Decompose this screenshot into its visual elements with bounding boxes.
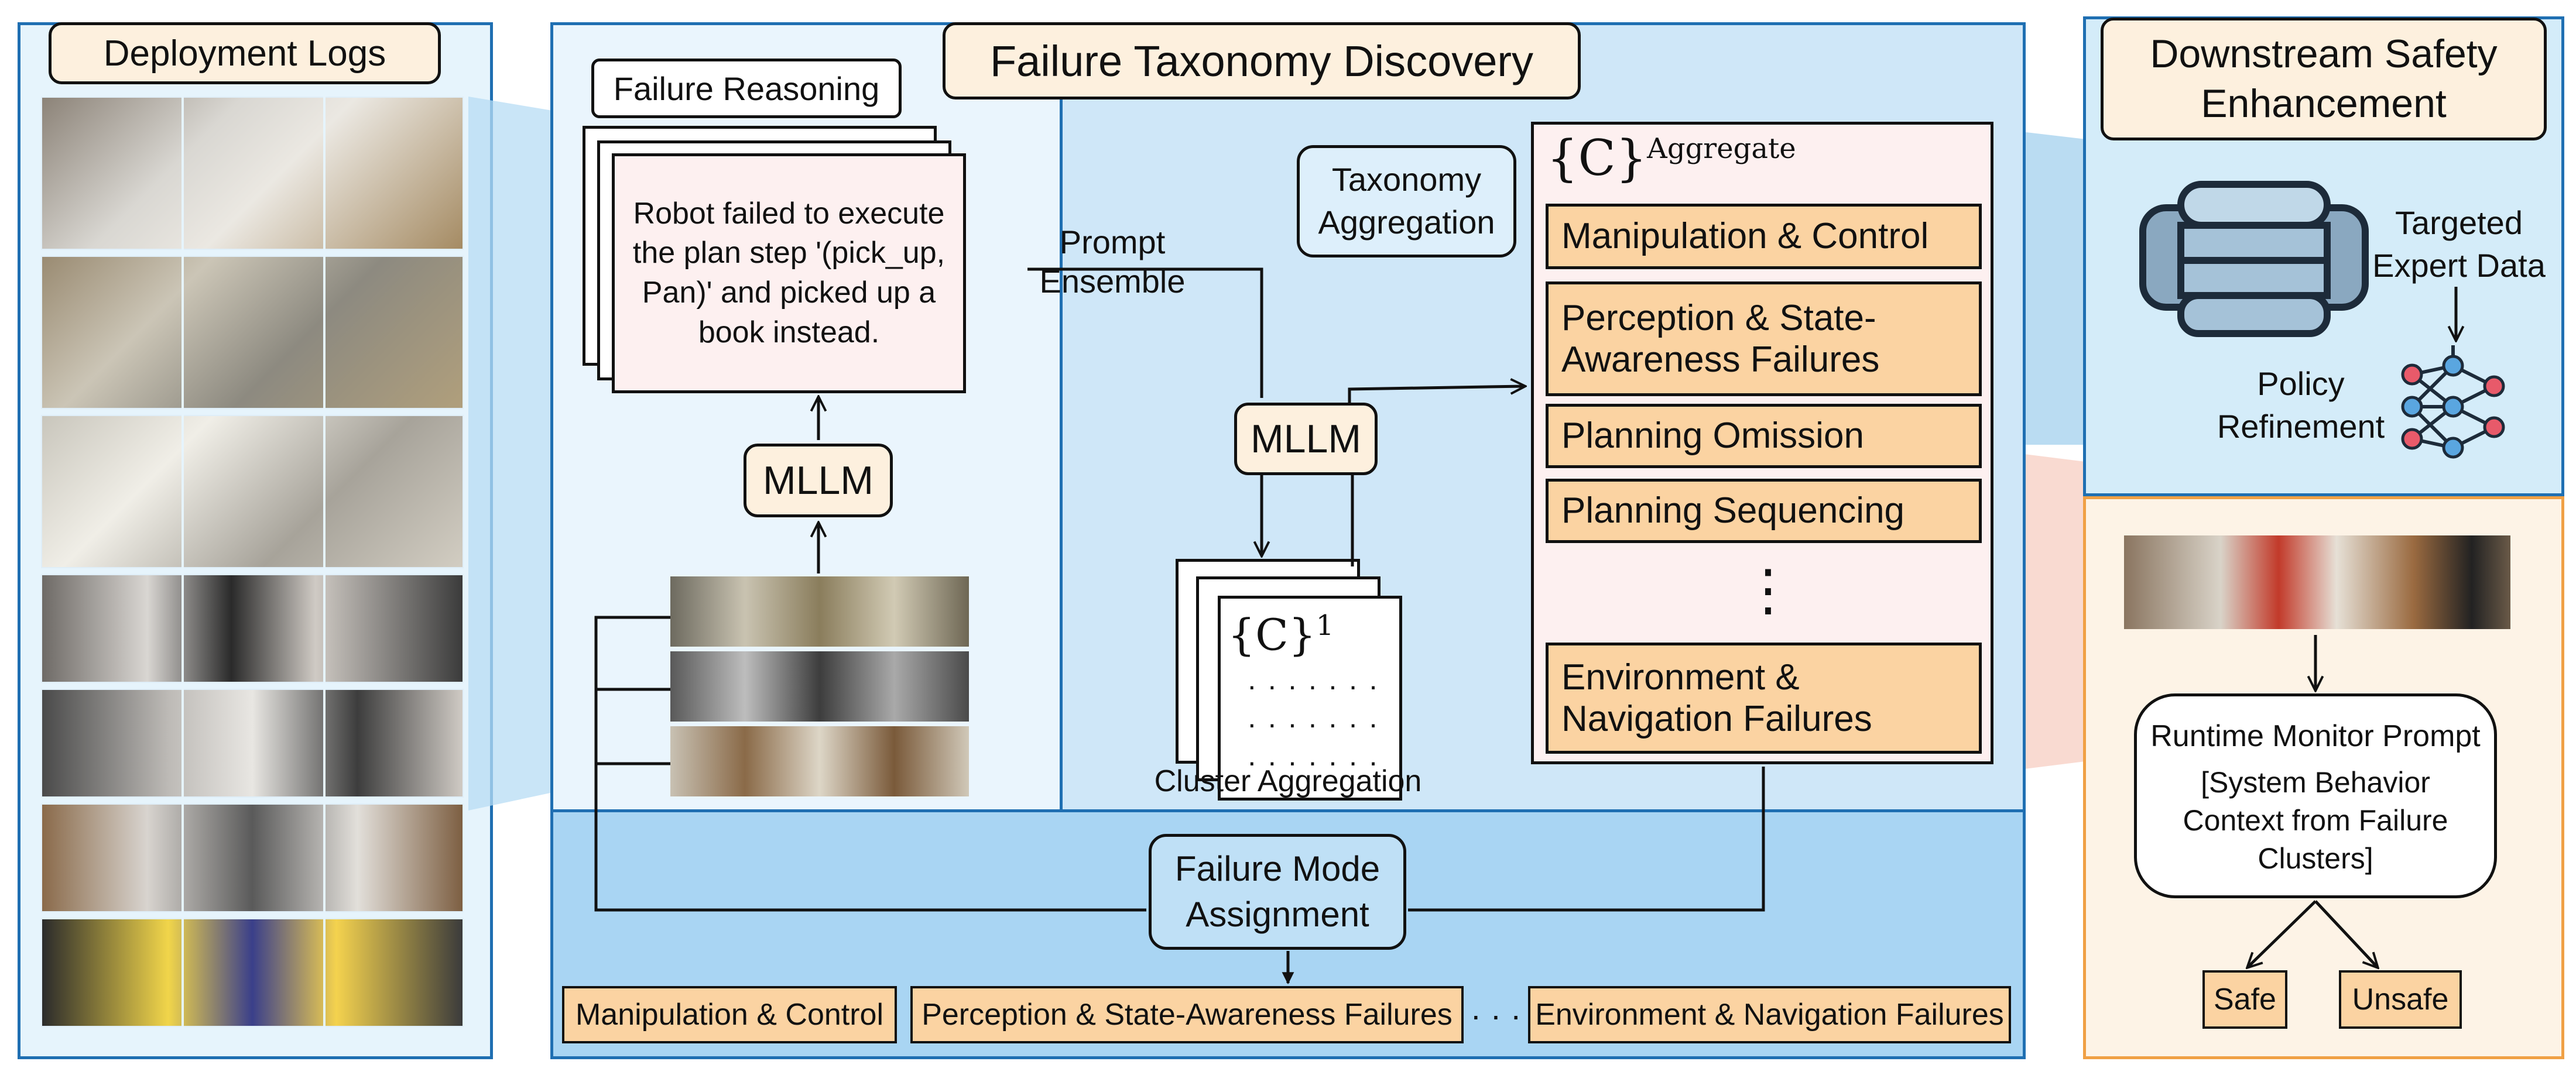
aggregate-set-text: {C} <box>1547 129 1647 187</box>
policy-refinement-label: Policy Refinement <box>2217 365 2385 445</box>
assignment-tag-perception: Perception & State-Awareness Failures <box>910 986 1464 1043</box>
failure-reasoning-title: Failure Reasoning <box>591 59 902 118</box>
cluster-dots-1: · · · · · · · <box>1247 669 1379 702</box>
input-frame-row-2 <box>670 651 969 722</box>
category-planning-omission: Planning Omission <box>1546 404 1982 468</box>
runtime-monitor-title: Runtime Monitor Prompt <box>2150 719 2481 753</box>
failure-mode-assignment-box: Failure Mode Assignment <box>1149 834 1406 950</box>
failure-taxonomy-title: Failure Taxonomy Discovery <box>943 22 1581 99</box>
assignment-tags-dots: · · · <box>1470 996 1522 1033</box>
log-frame-robot-arm-4 <box>41 918 464 1027</box>
cluster-dots-3: · · · · · · · <box>1247 746 1379 778</box>
prompt-ensemble-label: Prompt Ensemble <box>1039 224 1186 300</box>
database-icon <box>2139 181 2369 337</box>
deployment-logs-title: Deployment Logs <box>49 22 441 84</box>
cluster-superscript: 1 <box>1316 609 1334 642</box>
log-frame-robot-arm-1 <box>41 574 464 683</box>
assignment-tag-environment: Environment & Navigation Failures <box>1528 986 2011 1043</box>
frame-separator <box>323 97 326 1027</box>
input-frame-row-3 <box>670 726 969 796</box>
category-environment-navigation: Environment & Navigation Failures <box>1546 643 1982 754</box>
log-frame-robot-arm-2 <box>41 689 464 798</box>
downstream-title: Downstream Safety Enhancement <box>2101 18 2547 140</box>
category-ellipsis: ⋮ <box>1740 559 1796 621</box>
cluster-aggregation-label: Cluster Aggregation <box>1154 764 1422 798</box>
category-planning-sequencing: Planning Sequencing <box>1546 479 1982 543</box>
aggregate-set-symbol: {C}Aggregate <box>1547 129 1796 187</box>
cluster-card: {C}1 · · · · · · · · · · · · · · · · · ·… <box>1218 596 1402 801</box>
assignment-tag-manipulation: Manipulation & Control <box>562 986 897 1043</box>
log-thumbnails <box>41 97 464 1046</box>
mllm-center: MLLM <box>1234 403 1378 475</box>
input-frame-row-1 <box>670 576 969 647</box>
runtime-monitor-box: Runtime Monitor Prompt [System Behavior … <box>2134 693 2497 898</box>
taxonomy-aggregation-box: Taxonomy Aggregation <box>1297 145 1516 257</box>
category-perception-state: Perception & State-Awareness Failures <box>1546 281 1982 396</box>
frame-separator <box>181 97 184 1027</box>
log-frame-robot-arm-3 <box>41 803 464 912</box>
log-frame-sink-mug <box>41 256 464 409</box>
log-frame-kitchen-sink <box>41 97 464 250</box>
targeted-expert-data-label: Targeted Expert Data <box>2372 204 2546 284</box>
cluster-set-text: {C} <box>1228 610 1316 661</box>
neural-network-icon <box>2401 345 2505 459</box>
aggregate-box: {C}Aggregate Manipulation & Control Perc… <box>1531 122 1993 764</box>
runtime-monitor-body: [System Behavior Context from Failure Cl… <box>2183 766 2448 875</box>
category-manipulation-control: Manipulation & Control <box>1546 204 1982 269</box>
unsafe-label: Unsafe <box>2339 970 2462 1029</box>
log-frame-sink-pan <box>41 415 464 568</box>
cluster-dots-2: · · · · · · · <box>1247 707 1379 740</box>
input-image-strip <box>670 576 969 799</box>
cluster-set-symbol: {C}1 <box>1228 609 1334 661</box>
monitor-image-strip <box>2124 535 2510 629</box>
safe-label: Safe <box>2202 970 2287 1029</box>
mllm-left: MLLM <box>744 444 893 517</box>
reasoning-card: Robot failed to execute the plan step '(… <box>612 153 966 393</box>
aggregate-superscript: Aggregate <box>1647 132 1796 165</box>
